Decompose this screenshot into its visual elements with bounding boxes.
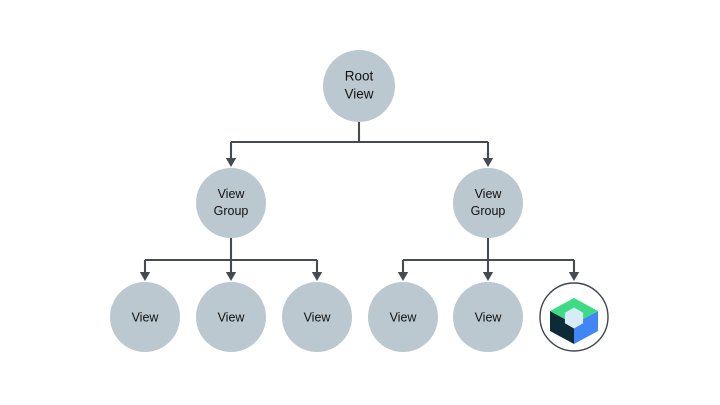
node-view-4[interactable]: View — [368, 282, 438, 352]
view-group-left-circle[interactable] — [196, 168, 266, 238]
view-1-circle[interactable] — [110, 282, 180, 352]
arrowhead-view-1 — [139, 272, 151, 281]
compose-logo-center-hexagon — [564, 307, 584, 329]
view-5-label: View — [475, 310, 503, 324]
jetpack-compose-logo — [550, 298, 598, 344]
node-view-group-right[interactable]: View Group — [453, 168, 523, 238]
node-compose[interactable] — [539, 282, 609, 352]
node-view-1[interactable]: View — [110, 282, 180, 352]
root-view-label-line1: Root — [345, 69, 374, 84]
view-3-circle[interactable] — [282, 282, 352, 352]
arrowhead-view-4 — [397, 272, 409, 281]
view-3-label: View — [304, 310, 332, 324]
view-2-circle[interactable] — [196, 282, 266, 352]
view-5-circle[interactable] — [453, 282, 523, 352]
edge-layer — [139, 122, 580, 281]
view-group-right-label-line1: View — [475, 187, 503, 201]
view-group-right-label-line2: Group — [471, 204, 506, 218]
view-group-left-label-line1: View — [218, 187, 246, 201]
node-view-2[interactable]: View — [196, 282, 266, 352]
arrowhead-view-3 — [311, 272, 323, 281]
arrowhead-view-group-left — [225, 158, 237, 167]
compose-logo-left-face — [550, 311, 574, 344]
view-1-label: View — [132, 310, 160, 324]
view-2-label: View — [218, 310, 246, 324]
arrowhead-view-2 — [225, 272, 237, 281]
view-4-label: View — [390, 310, 418, 324]
compose-logo-right-face — [574, 311, 598, 344]
root-view-circle[interactable] — [323, 50, 395, 122]
arrowhead-view-5 — [482, 272, 494, 281]
node-view-3[interactable]: View — [282, 282, 352, 352]
arrowhead-view-group-right — [482, 158, 494, 167]
view-4-circle[interactable] — [368, 282, 438, 352]
arrowhead-compose-node — [568, 272, 580, 281]
node-view-5[interactable]: View — [453, 282, 523, 352]
root-view-label-line2: View — [344, 87, 373, 102]
node-root-view[interactable]: Root View — [323, 50, 395, 122]
view-group-right-circle[interactable] — [453, 168, 523, 238]
node-view-group-left[interactable]: View Group — [196, 168, 266, 238]
view-group-left-label-line2: Group — [214, 204, 249, 218]
